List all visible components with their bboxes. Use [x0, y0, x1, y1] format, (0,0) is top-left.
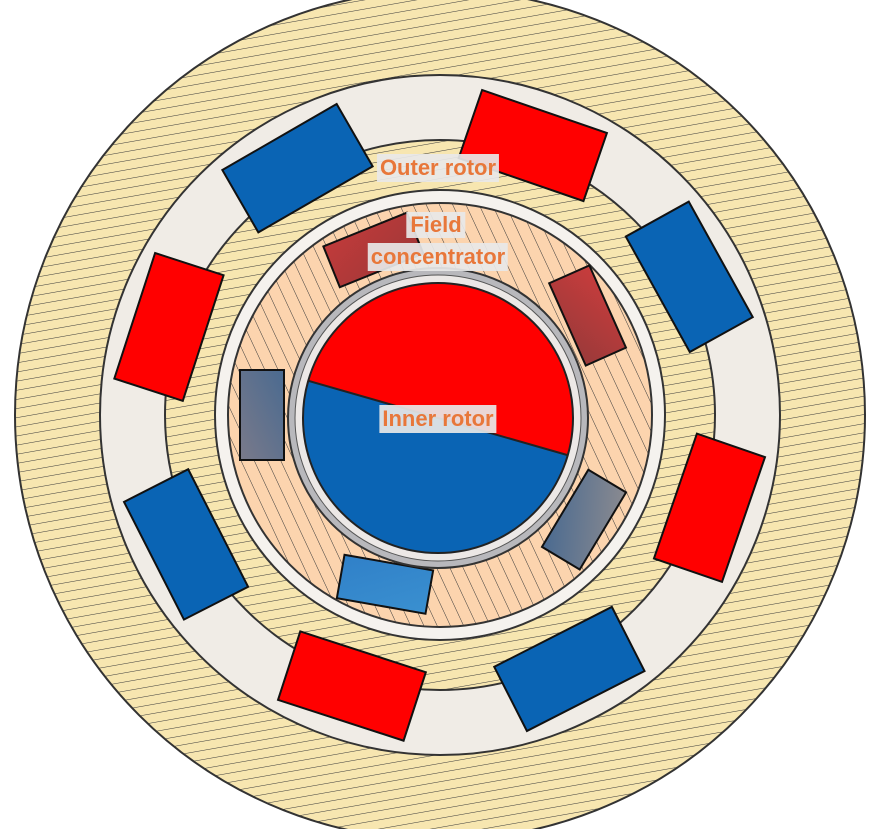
- outer-magnets: [113, 88, 767, 742]
- concentrator-pole-piece: [547, 264, 628, 367]
- outer-magnet-north: [652, 432, 767, 584]
- concentrator-pole-piece: [540, 468, 628, 571]
- outer-rotor-label: Outer rotor: [376, 154, 500, 182]
- outer-magnet-south: [492, 605, 646, 733]
- concentrator-pole-piece: [335, 553, 435, 615]
- outer-magnet-north: [276, 630, 428, 742]
- outer-magnet-north: [113, 251, 225, 403]
- outer-magnet-south: [624, 200, 755, 354]
- concentrator-pole-piece: [239, 369, 285, 461]
- outer-magnet-south: [220, 102, 375, 234]
- inner-rotor-label: Inner rotor: [379, 405, 497, 433]
- field-concentrator-label-line2: concentrator: [367, 243, 509, 271]
- field-concentrator-label-line1: Field: [406, 212, 466, 238]
- outer-magnet-north: [457, 88, 609, 203]
- outer-magnet-south: [122, 467, 250, 621]
